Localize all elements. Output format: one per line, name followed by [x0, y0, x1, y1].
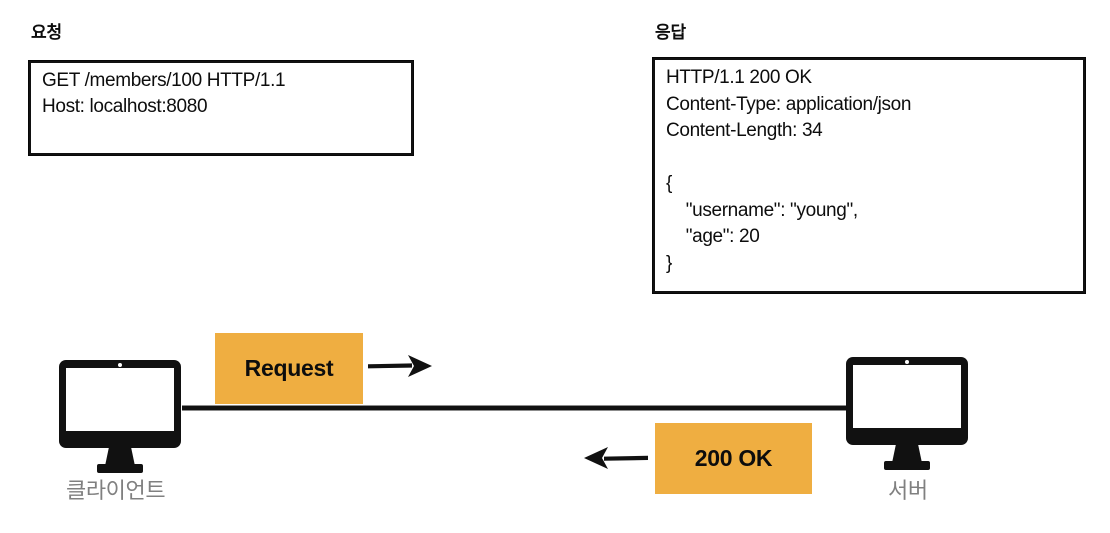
- monitor-bezel: [846, 357, 968, 445]
- response-message-box: HTTP/1.1 200 OK Content-Type: applicatio…: [652, 57, 1086, 294]
- server-node-label: 서버: [888, 478, 928, 503]
- monitor-stand-base: [97, 464, 143, 473]
- server-computer-icon: [846, 357, 968, 472]
- monitor-bezel: [59, 360, 181, 448]
- request-message-box: GET /members/100 HTTP/1.1 Host: localhos…: [28, 60, 414, 156]
- network-connection-line: [182, 405, 854, 411]
- client-computer-icon: [59, 360, 181, 475]
- monitor-stand-neck: [105, 446, 135, 466]
- request-section-title: 요청: [31, 23, 62, 42]
- monitor-stand-neck: [892, 443, 922, 463]
- request-direction-arrow-icon: [368, 355, 432, 377]
- webcam-dot-icon: [118, 363, 122, 367]
- monitor-stand-base: [884, 461, 930, 470]
- monitor-screen: [66, 368, 174, 431]
- response-section-title: 응답: [655, 23, 686, 42]
- monitor-screen: [853, 365, 961, 428]
- request-tag: Request: [215, 333, 363, 404]
- webcam-dot-icon: [905, 360, 909, 364]
- response-message-text: HTTP/1.1 200 OK Content-Type: applicatio…: [666, 67, 912, 274]
- request-message-text: GET /members/100 HTTP/1.1 Host: localhos…: [42, 70, 286, 117]
- client-node-label: 클라이언트: [66, 478, 166, 503]
- response-direction-arrow-icon: [584, 447, 648, 469]
- response-tag: 200 OK: [655, 423, 812, 494]
